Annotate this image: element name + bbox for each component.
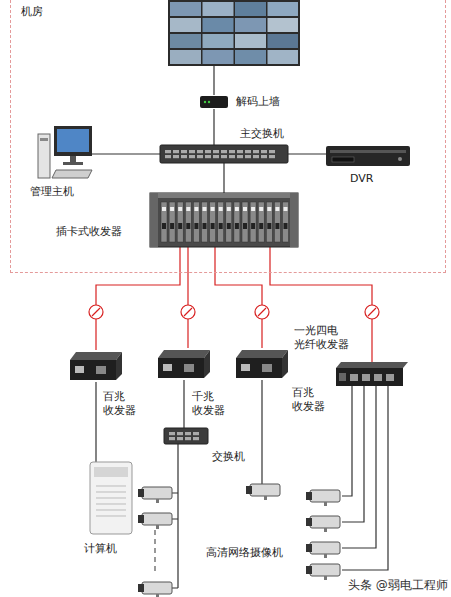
device-label: 一光四电 光纤收发器: [294, 324, 351, 353]
mc-icon: [158, 348, 210, 380]
fiber-link: [96, 247, 180, 350]
media-converter: 百兆 收发器: [236, 348, 288, 380]
media-converter: 百兆 收发器: [70, 350, 122, 382]
media-converter: 一光四电 光纤收发器: [336, 362, 408, 386]
device-label: 计算机: [84, 542, 117, 556]
camera-cable: [172, 380, 388, 588]
region-label: 机房: [21, 5, 43, 19]
management-pc: 管理主机: [38, 126, 92, 180]
network-cable: [92, 153, 160, 154]
device-label: 百兆 收发器: [292, 386, 327, 415]
switch-icon: [164, 428, 208, 444]
mc-icon: [70, 350, 122, 382]
device-label: 千兆 收发器: [192, 390, 227, 419]
card-transceiver: 插卡式收发器: [150, 193, 298, 247]
device-label: 百兆 收发器: [103, 390, 138, 419]
device-label: 主交换机: [240, 127, 284, 141]
core-switch: 主交换机: [160, 145, 288, 163]
watermark: 头条 @弱电工程师: [346, 578, 450, 594]
switch-icon: [160, 145, 288, 163]
ip-camera: [138, 484, 340, 597]
fiber-link: [187, 247, 188, 348]
device-label: DVR: [350, 172, 373, 186]
device-label: 插卡式收发器: [56, 225, 122, 239]
access-switch: 交换机: [164, 428, 208, 444]
decoder: 解码上墙: [200, 95, 228, 109]
fiber-link: [270, 247, 372, 362]
pc-icon: [38, 126, 92, 180]
camera-label: 高清网络摄像机: [206, 546, 283, 560]
device-label: 管理主机: [30, 185, 74, 199]
computer: 计算机: [88, 462, 134, 536]
video-wall: [168, 0, 300, 66]
network-cable: [288, 153, 326, 154]
chassis-icon: [150, 193, 298, 247]
mc4-icon: [336, 362, 408, 386]
dvr: DVR: [326, 146, 410, 166]
dvr-icon: [326, 146, 410, 166]
network-cable: [183, 380, 184, 428]
mc-icon: [236, 348, 288, 380]
network-cable: [95, 382, 96, 462]
machine-room: 机房解码上墙主交换机管理主机DVR插卡式收发器: [10, 0, 446, 273]
omission-line: [154, 530, 155, 572]
device-label: 解码上墙: [236, 95, 280, 109]
computer-icon: [88, 462, 134, 536]
media-converter: 千兆 收发器: [158, 348, 210, 380]
device-label: 交换机: [212, 450, 245, 464]
fiber-icon: [89, 305, 379, 319]
wall-cable: [213, 66, 214, 95]
network-cable: [223, 163, 224, 193]
fiber-link: [215, 247, 262, 348]
decoder-icon: [200, 95, 228, 109]
network-cable: [213, 109, 214, 145]
